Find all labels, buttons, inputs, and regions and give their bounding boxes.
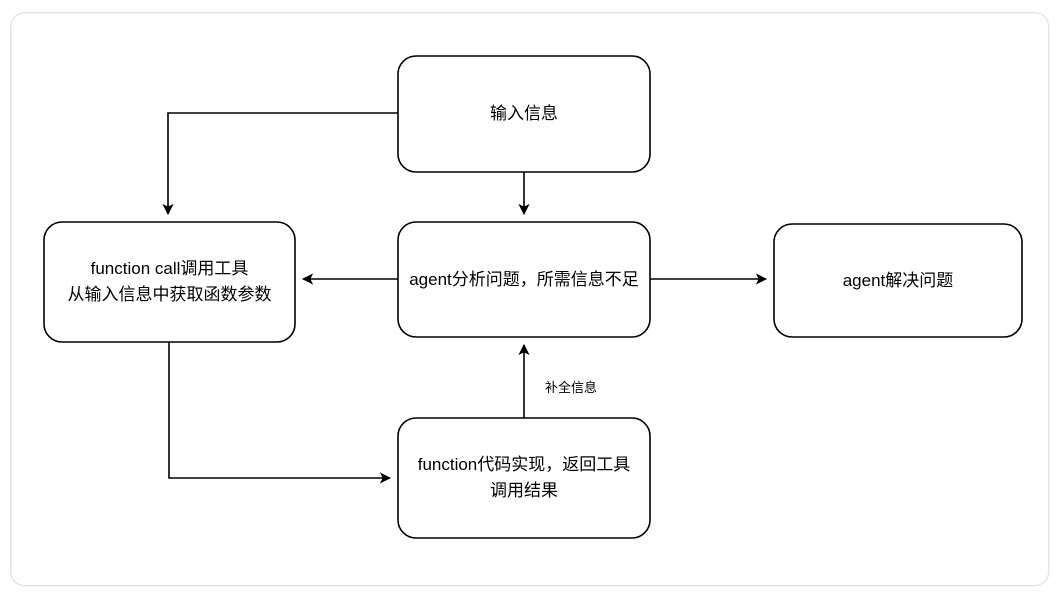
- edge-label-supplement-info: 补全信息: [543, 379, 600, 396]
- node-layer: [43, 55, 1023, 539]
- node-agent-solve[interactable]: [773, 223, 1023, 338]
- node-input-info[interactable]: [397, 55, 651, 173]
- edge-input-to-function-call: [162, 112, 398, 216]
- node-function-call[interactable]: [43, 221, 296, 343]
- edge-function-call-to-function-implementation: [168, 342, 392, 484]
- node-agent-analyze[interactable]: [397, 221, 651, 338]
- edge-layer: [162, 112, 768, 484]
- node-function-implementation[interactable]: [397, 417, 651, 539]
